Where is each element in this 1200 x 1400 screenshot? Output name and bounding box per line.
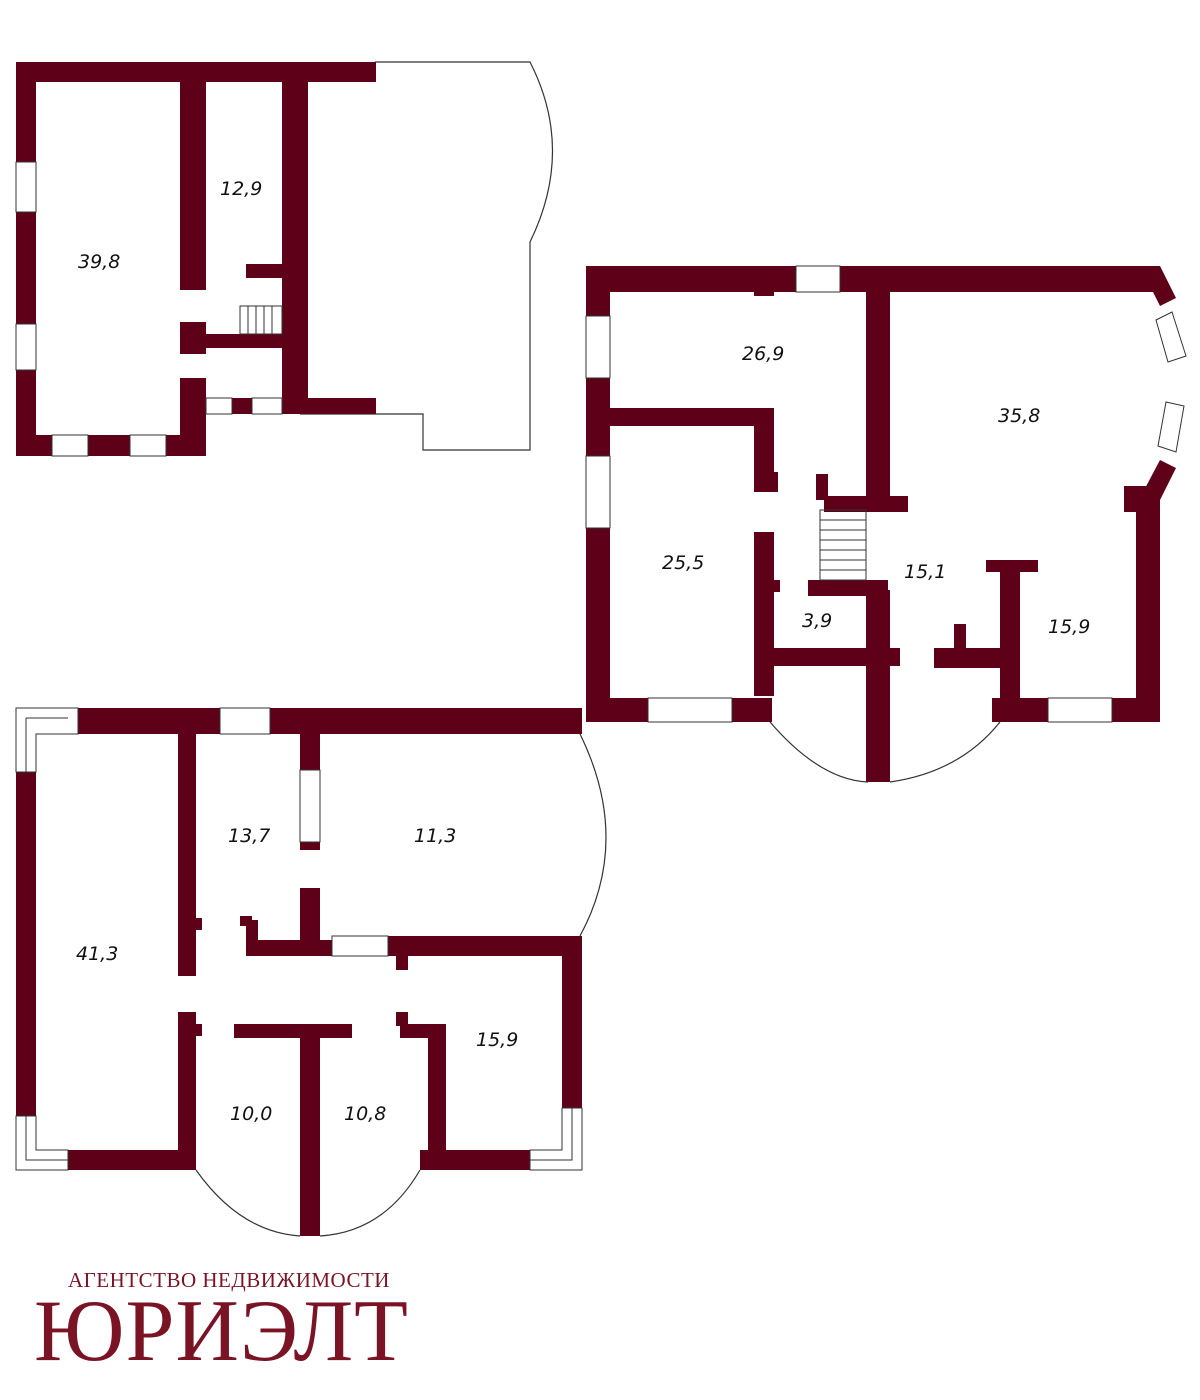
windows [585,265,1187,723]
room-area-label: 13,7 [228,825,270,847]
stairs [819,509,867,581]
room-area-label: 15,9 [1048,616,1090,638]
windows [15,161,283,457]
room-area-label: 12,9 [220,178,262,200]
room-area-label: 10,8 [344,1103,386,1125]
room-area-label: 41,3 [76,943,118,965]
room-area-label: 10,0 [230,1103,272,1125]
stairs [239,305,283,335]
agency-subtitle: АГЕНТСТВО НЕДВИЖИМОСТИ [68,1268,390,1292]
room-area-label: 35,8 [998,405,1040,427]
walls [16,708,582,1236]
plan-bottom-left: 13,7 11,3 41,3 15,9 10,0 10,8 [15,707,607,1237]
room-area-label: 15,1 [904,561,946,583]
room-area-label: 3,9 [802,610,832,632]
room-area-label: 11,3 [414,825,456,847]
plan-right: 26,9 35,8 25,5 15,1 3,9 15,9 [585,265,1187,783]
agency-logo-name: ЮРИЭЛТ [34,1283,409,1380]
plan-top-left: 39,8 12,9 [15,61,554,457]
wall-outline [300,61,554,451]
room-area-label: 26,9 [742,343,784,365]
walls [586,266,1176,782]
bay-outline [769,721,1001,783]
bay-outline [195,733,607,1237]
room-area-label: 39,8 [78,251,120,273]
room-area-label: 15,9 [476,1029,518,1051]
walls [16,62,376,456]
window-inner-lines [25,717,573,1161]
room-area-label: 25,5 [662,552,704,574]
windows [15,707,583,1171]
